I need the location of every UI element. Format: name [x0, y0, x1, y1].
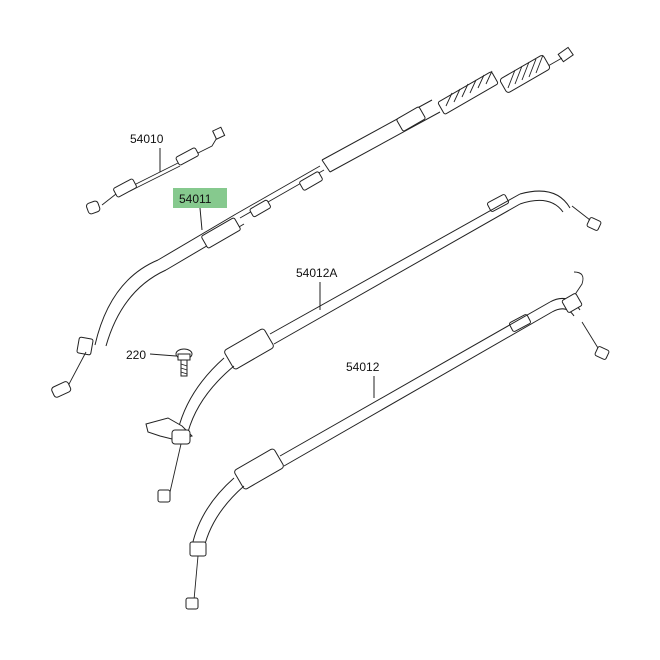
svg-text:54010: 54010: [130, 132, 164, 146]
part-54012A-cable[interactable]: [145, 190, 602, 503]
label-54012A: 54012A: [296, 266, 337, 310]
part-54012-cable[interactable]: [185, 271, 610, 610]
svg-text:54012: 54012: [346, 360, 380, 374]
svg-text:54012A: 54012A: [296, 266, 337, 280]
label-54011: 54011: [173, 188, 227, 231]
label-54010: 54010: [130, 132, 164, 172]
label-220: 220: [126, 348, 177, 362]
part-220-screw[interactable]: [175, 348, 193, 377]
part-54011-cable[interactable]: [51, 46, 574, 398]
svg-text:54011: 54011: [179, 192, 212, 206]
svg-text:220: 220: [126, 348, 146, 362]
part-54010-cable[interactable]: [85, 126, 226, 215]
label-54012: 54012: [346, 360, 380, 398]
label-54011-highlight: [173, 188, 227, 208]
